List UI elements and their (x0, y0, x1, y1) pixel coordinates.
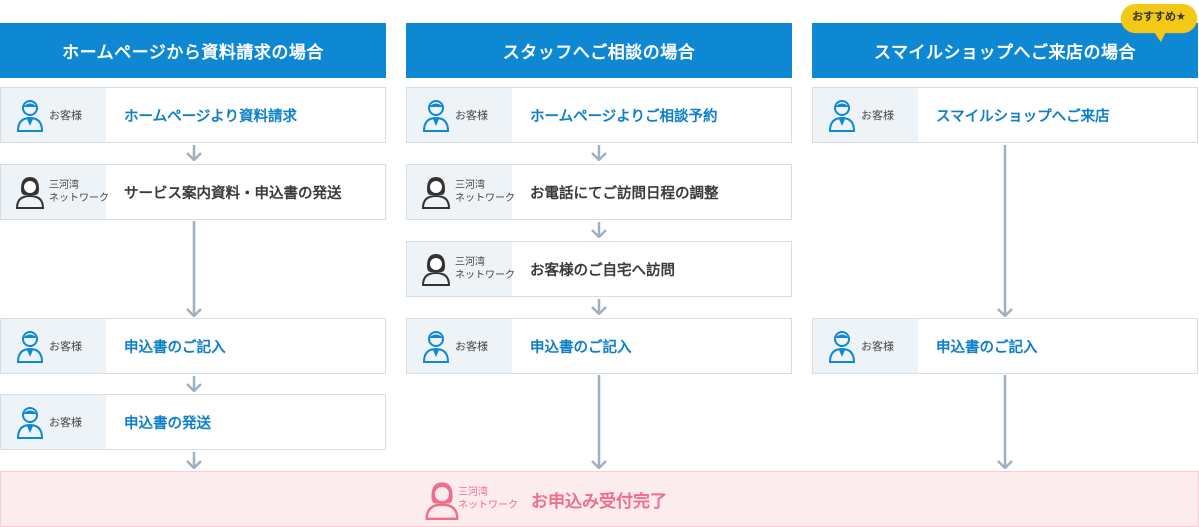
arrow-down-icon (589, 222, 609, 238)
arrow-down-icon (589, 145, 609, 161)
actor-label: 三河湾 ネットワーク (458, 487, 518, 511)
actor-label: お客様 (861, 108, 894, 122)
step-fill-application: お客様 申込書のご記入 (0, 318, 386, 374)
arrow-down-icon (589, 375, 609, 469)
actor-customer: お客様 (1, 88, 106, 142)
staff-pink-icon (425, 482, 459, 520)
actor-customer: お客様 (813, 319, 918, 373)
step-consult-reservation: お客様 ホームページよりご相談予約 (406, 87, 792, 143)
step-text: ホームページより資料請求 (124, 108, 297, 125)
actor-customer: お客様 (813, 88, 918, 142)
step-text: お客様のご自宅へ訪問 (530, 262, 675, 279)
customer-icon (16, 100, 44, 132)
actor-label: 三河湾 ネットワーク (455, 180, 515, 204)
arrow-down-icon (995, 375, 1015, 469)
staff-icon (421, 177, 451, 209)
actor-customer: お客様 (407, 88, 512, 142)
customer-icon (828, 331, 856, 363)
actor-label: お客様 (861, 339, 894, 353)
final-step-application-complete: 三河湾 ネットワーク お申込み受付完了 (0, 471, 1199, 527)
customer-icon (828, 100, 856, 132)
actor-label: お客様 (455, 108, 488, 122)
step-text: スマイルショップへご来店 (936, 108, 1110, 125)
step-text: 申込書のご記入 (530, 339, 632, 356)
customer-icon (16, 407, 44, 439)
actor-network: 三河湾 ネットワーク (1, 165, 109, 219)
customer-icon (16, 331, 44, 363)
staff-icon (15, 177, 45, 209)
arrow-down-icon (184, 221, 204, 317)
actor-label: お客様 (49, 108, 82, 122)
actor-network: 三河湾 ネットワーク (407, 165, 515, 219)
step-text: 申込書の発送 (124, 415, 211, 432)
arrow-down-icon (995, 145, 1015, 317)
actor-customer: お客様 (407, 319, 512, 373)
step-send-documents: 三河湾 ネットワーク サービス案内資料・申込書の発送 (0, 164, 386, 220)
customer-icon (422, 100, 450, 132)
step-text: お電話にてご訪問日程の調整 (530, 185, 719, 202)
step-phone-schedule: 三河湾 ネットワーク お電話にてご訪問日程の調整 (406, 164, 792, 220)
step-text: サービス案内資料・申込書の発送 (124, 185, 342, 202)
customer-icon (422, 331, 450, 363)
step-text: 申込書のご記入 (936, 339, 1038, 356)
actor-customer: お客様 (1, 319, 106, 373)
arrow-down-icon (184, 145, 204, 161)
actor-network: 三河湾 ネットワーク (407, 242, 515, 296)
step-fill-application: お客様 申込書のご記入 (812, 318, 1198, 374)
step-visit-shop: お客様 スマイルショップへご来店 (812, 87, 1198, 143)
arrow-down-icon (589, 299, 609, 315)
actor-label: 三河湾 ネットワーク (455, 257, 515, 281)
step-text: 申込書のご記入 (124, 339, 226, 356)
actor-label: お客様 (455, 339, 488, 353)
step-send-application: お客様 申込書の発送 (0, 394, 386, 450)
step-text: ホームページよりご相談予約 (530, 108, 718, 125)
final-step-text: お申込み受付完了 (531, 491, 667, 512)
column-header-staff: スタッフへご相談の場合 (406, 23, 792, 78)
actor-label: 三河湾 ネットワーク (49, 180, 109, 204)
recommend-badge: おすすめ★ (1132, 10, 1186, 23)
arrow-down-icon (184, 376, 204, 392)
actor-label: お客様 (49, 339, 82, 353)
step-homepage-request: お客様 ホームページより資料請求 (0, 87, 386, 143)
actor-customer: お客様 (1, 395, 106, 449)
actor-label: お客様 (49, 415, 82, 429)
staff-icon (421, 254, 451, 286)
recommend-badge-bubble (1120, 4, 1198, 43)
step-fill-application: お客様 申込書のご記入 (406, 318, 792, 374)
column-header-homepage: ホームページから資料請求の場合 (0, 23, 386, 78)
step-home-visit: 三河湾 ネットワーク お客様のご自宅へ訪問 (406, 241, 792, 297)
arrow-down-icon (184, 452, 204, 469)
